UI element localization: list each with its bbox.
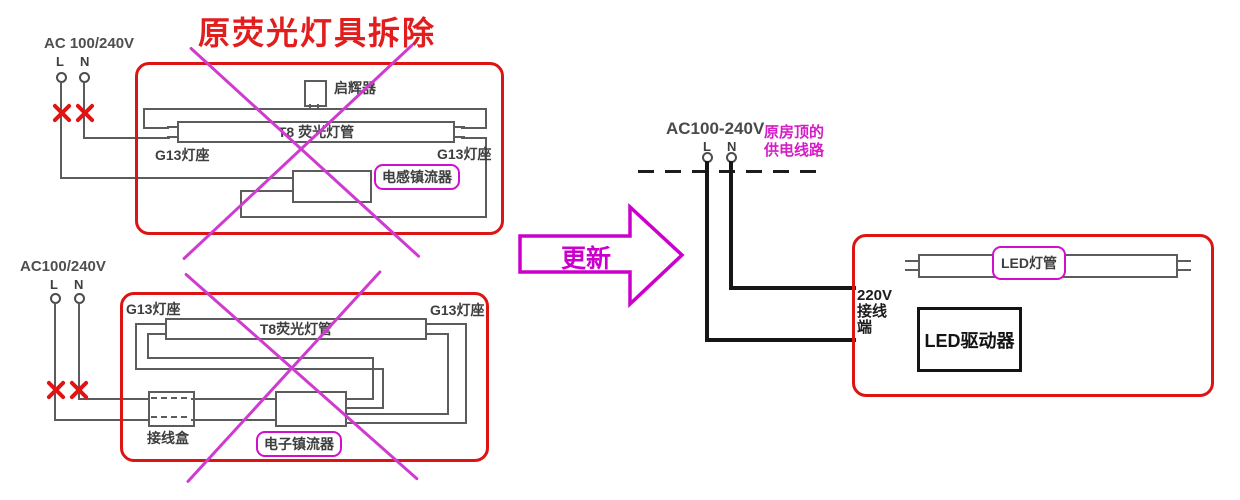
wire [60, 82, 62, 178]
wire [191, 419, 275, 421]
tube-pin [167, 126, 177, 128]
tube-pin [455, 126, 465, 128]
wire [143, 108, 145, 129]
tube-pin [455, 136, 465, 138]
wire [60, 177, 294, 179]
update-arrow-shape [518, 203, 685, 309]
wire [435, 323, 467, 325]
f2-junction-box-label: 接线盒 [147, 430, 189, 446]
led-driver-box: LED驱动器 [917, 307, 1022, 372]
led-supply-label: AC100-240V [666, 119, 765, 138]
led-tube-label: LED灯管 [992, 246, 1066, 280]
terminal-220v-label: 220V 接线 端 [857, 288, 892, 336]
tube-pin [1178, 260, 1191, 262]
tube-pin [427, 323, 437, 325]
f2-supply-label: AC100/240V [20, 258, 106, 275]
ceiling-dashed-line [638, 170, 818, 173]
wire [465, 323, 467, 424]
wire [485, 108, 487, 129]
cut-mark-icon [68, 379, 90, 401]
f1-starter-label: 启辉器 [334, 80, 376, 96]
cut-mark-icon [51, 102, 73, 124]
title: 原荧光灯具拆除 [198, 15, 437, 51]
terminal-220v-line3: 端 [857, 319, 873, 336]
f2-ballast-label: 电子镇流器 [256, 431, 342, 457]
tube-pin [155, 323, 165, 325]
wire [135, 368, 384, 370]
wire [347, 398, 374, 400]
update-arrow-label: 更新 [560, 245, 611, 273]
wire [240, 216, 487, 218]
wire [435, 333, 449, 335]
wire [447, 333, 449, 415]
roof-supply-note-line2: 供电线路 [764, 142, 825, 159]
junction-box-dashes [151, 397, 191, 399]
power-wire [705, 338, 856, 342]
led-live-label: L [703, 139, 711, 154]
f1-socket-right-label: G13灯座 [437, 146, 492, 162]
junction-box-dashes [151, 416, 191, 418]
power-wire [729, 286, 856, 290]
wire [135, 323, 157, 325]
tube-pin [905, 269, 918, 271]
f1-socket-left-label: G13灯座 [155, 147, 210, 163]
wire [78, 398, 150, 400]
f2-socket-left-label: G13灯座 [126, 301, 181, 317]
f2-fluorescent-tube: T8荧光灯管 [165, 318, 427, 340]
power-wire [729, 161, 733, 290]
starter-component [304, 80, 327, 107]
wire [147, 333, 149, 359]
wire [143, 108, 487, 110]
f1-fixture-outline [135, 62, 504, 235]
wire [347, 413, 449, 415]
f1-ballast-label: 电感镇流器 [374, 164, 460, 190]
wire [191, 398, 275, 400]
roof-supply-note-line1: 原房顶的 [764, 124, 825, 141]
roof-supply-note: 原房顶的 供电线路 [764, 124, 824, 160]
wire [54, 303, 56, 420]
wire [147, 357, 374, 359]
led-fixture-outline [852, 234, 1214, 397]
tube-pin [167, 136, 177, 138]
wire [382, 368, 384, 409]
wire [147, 333, 157, 335]
cut-mark-icon [74, 102, 96, 124]
f1-live-label: L [56, 54, 64, 69]
f1-neutral-label: N [80, 54, 90, 69]
wire [54, 419, 150, 421]
wire [143, 127, 169, 129]
wire [461, 127, 487, 129]
power-wire [705, 161, 709, 342]
wire [135, 323, 137, 370]
terminal-220v-line2: 接线 [857, 303, 888, 320]
wire [78, 303, 80, 399]
f2-socket-right-label: G13灯座 [430, 302, 485, 318]
tube-pin [427, 333, 437, 335]
f2-neutral-label: N [74, 277, 84, 292]
led-neutral-label: N [727, 139, 737, 154]
wire [485, 137, 487, 218]
wire [83, 137, 170, 139]
f2-live-label: L [50, 277, 58, 292]
wire [461, 137, 487, 139]
wire [309, 104, 311, 109]
tube-pin [1178, 269, 1191, 271]
wire [347, 422, 467, 424]
terminal-220v-line1: 220V [857, 287, 893, 304]
wire [317, 104, 319, 109]
wire [240, 190, 292, 192]
wire [347, 407, 384, 409]
cut-mark-icon [45, 379, 67, 401]
f2-fixture-outline [120, 292, 489, 462]
tube-pin [905, 260, 918, 262]
f1-supply-label: AC 100/240V [44, 35, 135, 52]
wire [372, 357, 374, 400]
tube-pin [155, 333, 165, 335]
